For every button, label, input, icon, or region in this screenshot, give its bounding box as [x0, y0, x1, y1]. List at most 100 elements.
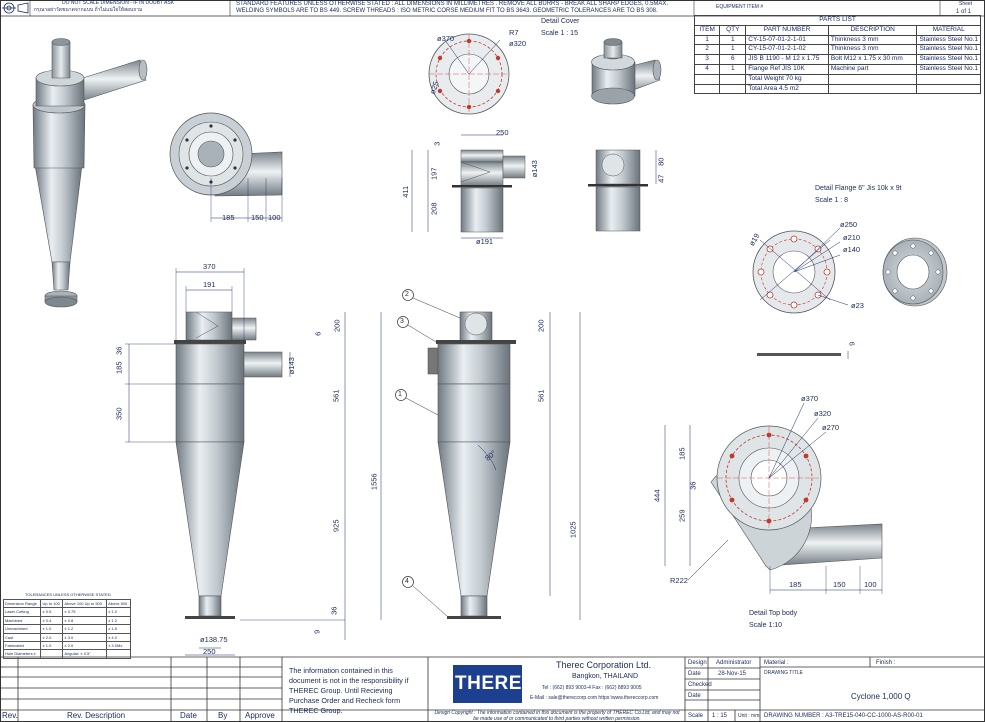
dim-main-36: 36	[114, 346, 124, 355]
company-tel: Tel : (662) 893 9003-4 Fax : (662) 8893 …	[542, 685, 642, 691]
detail-flange	[752, 227, 948, 359]
balloon-label-2: 2	[405, 291, 409, 298]
header-note-welding: WELDING SYMBOLS ARE TO BS 449. SCREW THR…	[236, 8, 658, 14]
title-block-grid	[0, 656, 985, 722]
detail-flange-scale: Scale 1 : 8	[815, 197, 849, 204]
header-note-scale: DO NOT SCALE DIMENSION - IF IN DOUBT ASK	[62, 0, 175, 6]
dim-tb-259: 259	[677, 509, 687, 523]
balloon-4	[402, 576, 414, 588]
table-row: Cast± 2.0± 3.0± 4.0	[2, 632, 131, 643]
dim-flange-d140: ø140	[843, 245, 861, 254]
rev-header: Rev.	[2, 711, 18, 720]
table-row: Total Weight 70 kg	[693, 73, 981, 85]
isometric-top-body	[591, 38, 662, 105]
dim-mid-1025: 1025	[568, 521, 578, 539]
col-description: DESCRIPTION	[827, 24, 918, 36]
dim-side-197: 197	[429, 167, 439, 181]
material-label: Material :	[764, 660, 789, 666]
logo-text: THEREC	[455, 673, 537, 694]
dim-main-6: 6	[313, 331, 323, 336]
scale-value: 1 : 15	[712, 713, 728, 719]
dim-flange-d23: ø23	[851, 301, 864, 310]
dim-top-100: 100	[268, 213, 281, 222]
dim-cover-r7: R7	[509, 28, 519, 37]
dim-top-185: 185	[222, 213, 235, 222]
col-part-number: PART NUMBER	[745, 24, 829, 36]
table-row: Total Area 4.5 m2	[693, 83, 981, 95]
dim-tb-100: 100	[864, 580, 877, 589]
isometric-view	[32, 38, 148, 308]
dim-tb-185: 185	[789, 580, 802, 589]
date-value: 28-Nov-15	[718, 671, 747, 677]
dim-main-191: 191	[203, 280, 216, 289]
sheet-value: 1 of 1	[956, 9, 972, 15]
parts-list-title: PARTS LIST	[694, 15, 981, 26]
dim-flange-9: 9	[847, 341, 857, 346]
table-row: Fabricated± 1.0± 2.0± 3.0Mx	[2, 641, 131, 651]
dim-main-d143: ø143	[286, 357, 296, 375]
rev-date-header: Date	[180, 711, 197, 720]
dim-main-185: 185	[114, 361, 124, 375]
company-city: Bangkon, THAILAND	[572, 673, 639, 680]
header-note-standards: STANDARD FEATURES UNLESS OTHERWISE STATE…	[236, 1, 669, 7]
detail-topbody-title: Detail Top body	[749, 610, 798, 617]
detail-cover-title: Detail Cover	[541, 18, 580, 25]
dim-mid-561: 561	[536, 389, 546, 403]
balloon-label-1: 1	[398, 391, 402, 398]
dim-cover-d320: ø320	[509, 39, 527, 48]
dim-main-350: 350	[114, 407, 124, 421]
date2-label: Date	[688, 693, 701, 699]
table-row: Unmachined± 1.0± 1.2± 1.5	[2, 624, 131, 634]
detail-top-body	[664, 402, 883, 594]
disclaimer-text: The information contained in this docume…	[289, 666, 409, 715]
dim-main-9: 9	[312, 629, 322, 634]
side-view-top-body	[411, 134, 526, 239]
dim-side-d143: ø143	[529, 160, 539, 178]
dim-tb-r222: R222	[670, 576, 688, 585]
equipment-item-label: EQUIPMENT ITEM #	[716, 4, 764, 10]
unit-label: Unit : mm.	[738, 713, 761, 719]
dim-side2-80: 80	[656, 157, 666, 166]
table-row: Laser Cutting± 0.5± 0.75± 1.0	[2, 607, 131, 617]
top-view	[169, 112, 283, 222]
balloon-1	[395, 389, 407, 401]
tolerance-title: TOLERANCES UNLESS OTHERWISE STATED	[25, 592, 111, 597]
finish-label: Finish :	[876, 660, 896, 666]
dim-tb-36: 36	[688, 481, 698, 490]
projection-symbol-icon	[2, 2, 29, 14]
dim-tb-d370: ø370	[801, 394, 819, 403]
dim-main-1556: 1556	[369, 473, 379, 491]
front-view-top-body	[588, 149, 657, 232]
dim-main-561: 561	[331, 389, 341, 403]
detail-flange-title: Detail Flange 6" Jis 10k x 9t	[815, 185, 902, 192]
scale-label: Scale	[688, 713, 704, 719]
dim-side-411: 411	[401, 185, 411, 198]
detail-cover	[428, 33, 510, 115]
therec-logo: THEREC	[453, 665, 537, 703]
dim-flange-d210: ø210	[843, 233, 861, 242]
rev-description-header: Rev. Description	[67, 711, 126, 720]
rev-approve-header: Approve	[245, 711, 275, 720]
header-note-scale-thai: กรุณาอย่าวัดขนาดจากแบบ ถ้าไม่แน่ใจให้สอบ…	[34, 7, 143, 13]
col-item: ITEM	[693, 24, 721, 36]
dim-main-d138: ø138.75	[200, 635, 228, 644]
dim-flange-d250: ø250	[840, 220, 858, 229]
sheet-label: Sheet	[959, 1, 973, 7]
drawing-title: Cyclone 1,000 Q	[851, 692, 911, 701]
date-label: Date	[688, 671, 701, 677]
col-material: MATERIAL	[916, 24, 981, 36]
checked-label: Checked	[688, 682, 712, 688]
dim-mid-200: 200	[536, 319, 546, 333]
dim-tb-185v: 185	[677, 447, 687, 461]
dim-main-250: 250	[203, 647, 216, 656]
dim-side-d191: ø191	[476, 237, 494, 246]
drawing-title-label: DRAWING TITLE	[764, 670, 803, 676]
dim-cover-d370: ø370	[437, 34, 455, 43]
copyright-text: Design Copyright : The information conta…	[434, 710, 680, 722]
company-email: E-Mail : sale@thereccorp.com https:\www.…	[530, 695, 659, 701]
